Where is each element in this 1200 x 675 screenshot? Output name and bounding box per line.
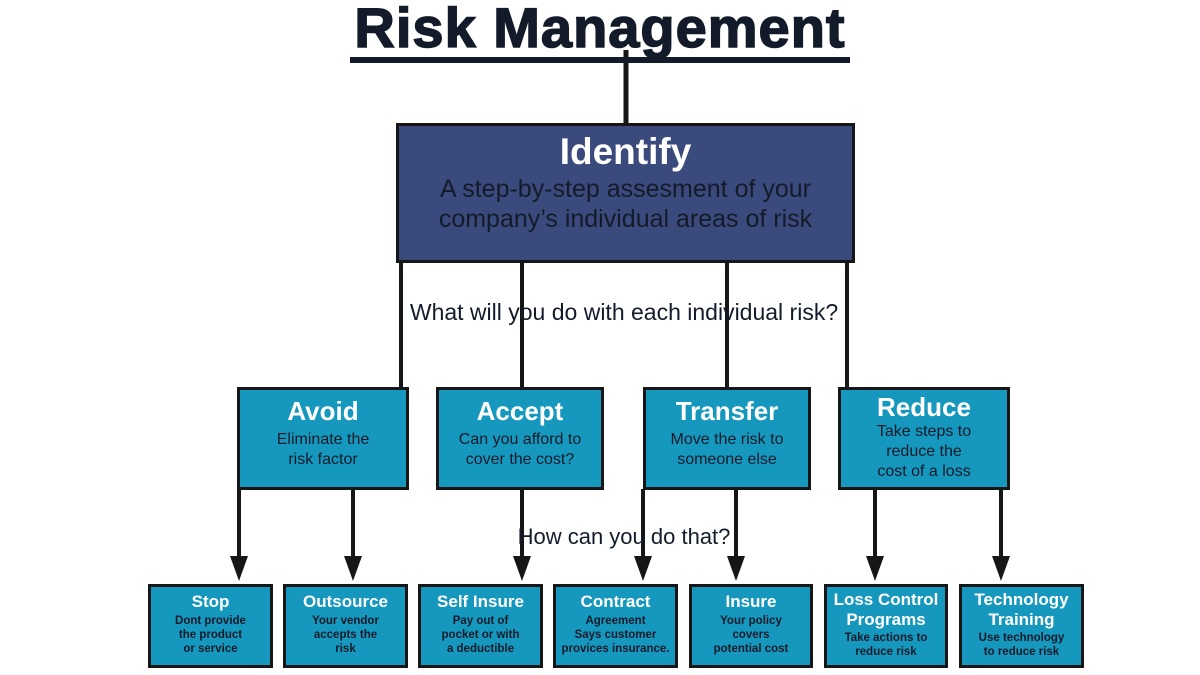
tactic-title-contract: Contract (580, 592, 651, 611)
tactic-title-loss-control-programs: Loss Control Programs (833, 590, 939, 629)
strategy-node-reduce: Reduce Take steps to reduce the cost of … (838, 387, 1010, 490)
identify-node: Identify A step-by-step assesment of you… (396, 123, 855, 263)
page-title: Risk Management (350, 0, 850, 63)
tactic-node-insure: Insure Your policy covers potential cost (689, 584, 813, 668)
strategy-description-accept: Can you afford to cover the cost? (458, 430, 582, 468)
tactic-description-contract: Agreement Says customer provices insuran… (561, 614, 670, 656)
tactic-description-loss-control-programs: Take actions to reduce risk (844, 632, 928, 659)
tactic-description-self-insure: Pay out of pocket or with a deductible (441, 614, 520, 656)
tactic-description-technology-training: Use technology to reduce risk (978, 632, 1065, 659)
tactic-node-stop: Stop Dont provide the product or service (148, 584, 273, 668)
tactic-title-outsource: Outsource (302, 592, 389, 611)
tactic-description-stop: Dont provide the product or service (175, 614, 246, 656)
tactic-description-outsource: Your vendor accepts the risk (312, 614, 379, 656)
arrowhead-contract (634, 556, 652, 581)
strategy-description-avoid: Eliminate the risk factor (276, 430, 370, 468)
tactic-node-loss-control-programs: Loss Control Programs Take actions to re… (824, 584, 948, 668)
strategy-description-transfer: Move the risk to someone else (670, 430, 784, 468)
arrowhead-insure (727, 556, 745, 581)
tactic-node-self-insure: Self Insure Pay out of pocket or with a … (418, 584, 543, 668)
arrowhead-outsource (344, 556, 362, 581)
strategy-description-reduce: Take steps to reduce the cost of a loss (876, 422, 972, 480)
tactic-title-technology-training: Technology Training (974, 590, 1069, 629)
question-what-label: What will you do with each individual ri… (409, 299, 839, 325)
tactic-title-stop: Stop (191, 592, 230, 611)
identify-title: Identify (559, 131, 692, 172)
strategy-title-reduce: Reduce (877, 392, 971, 422)
arrowhead-technology (992, 556, 1010, 581)
strategy-node-transfer: Transfer Move the risk to someone else (643, 387, 811, 490)
question-how-label: How can you do that? (517, 524, 731, 549)
tactic-title-self-insure: Self Insure (437, 592, 524, 611)
arrowhead-losscontrol (866, 556, 884, 581)
page-title-wrap: Risk Management (0, 0, 1200, 63)
arrowhead-selfinsure (513, 556, 531, 581)
strategy-title-accept: Accept (476, 396, 564, 426)
identify-description: A step-by-step assesment of your company… (438, 174, 813, 233)
arrowhead-stop (230, 556, 248, 581)
strategy-title-transfer: Transfer (675, 396, 779, 426)
tactic-node-outsource: Outsource Your vendor accepts the risk (283, 584, 408, 668)
tactic-node-technology-training: Technology Training Use technology to re… (959, 584, 1084, 668)
tactic-title-insure: Insure (725, 592, 777, 611)
tactic-node-contract: Contract Agreement Says customer provice… (553, 584, 678, 668)
tactic-description-insure: Your policy covers potential cost (713, 614, 789, 656)
strategy-node-avoid: Avoid Eliminate the risk factor (237, 387, 409, 490)
strategy-title-avoid: Avoid (287, 396, 359, 426)
strategy-node-accept: Accept Can you afford to cover the cost? (436, 387, 604, 490)
